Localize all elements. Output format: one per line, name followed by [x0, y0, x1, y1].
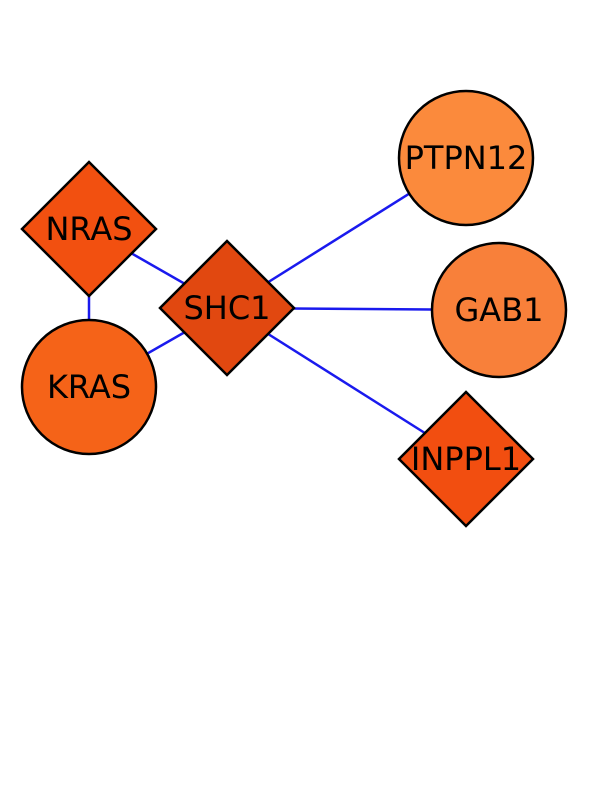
node-nras: NRAS — [20, 160, 158, 298]
node-ptpn12: PTPN12 — [397, 89, 535, 227]
node-label-ptpn12: PTPN12 — [405, 139, 528, 177]
node-shape-kras — [20, 318, 158, 456]
node-label-inppl1: INPPL1 — [411, 440, 521, 478]
node-shape-shc1 — [158, 239, 296, 377]
node-shc1: SHC1 — [158, 239, 296, 377]
node-label-nras: NRAS — [45, 210, 132, 248]
node-shape-gab1 — [430, 241, 568, 379]
node-label-gab1: GAB1 — [455, 291, 544, 329]
node-shape-ptpn12 — [397, 89, 535, 227]
node-label-shc1: SHC1 — [183, 289, 270, 327]
node-label-kras: KRAS — [47, 368, 131, 406]
node-shape-nras — [20, 160, 158, 298]
node-shape-inppl1 — [397, 390, 535, 528]
node-gab1: GAB1 — [430, 241, 568, 379]
node-inppl1: INPPL1 — [397, 390, 535, 528]
node-kras: KRAS — [20, 318, 158, 456]
